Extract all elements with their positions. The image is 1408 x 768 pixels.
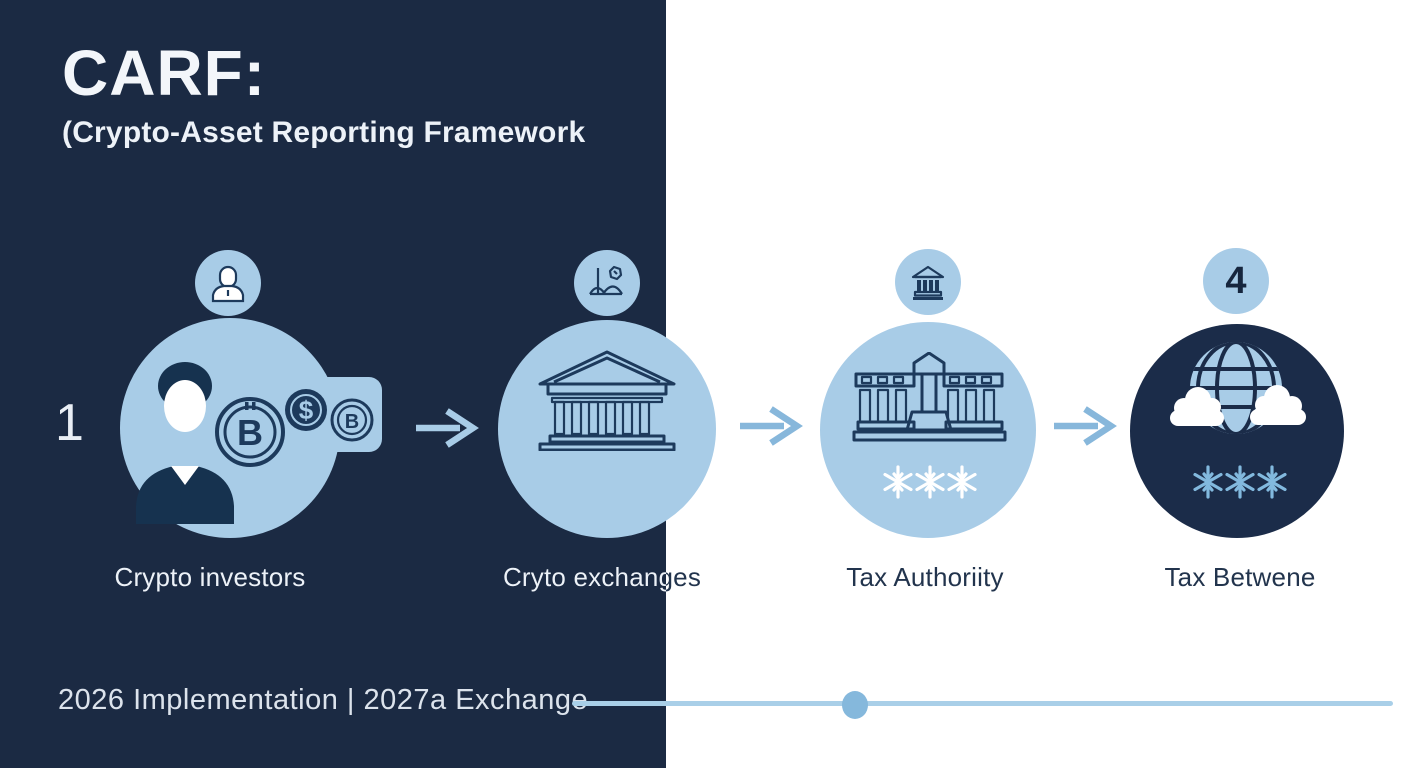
page-title: CARF: <box>62 37 267 109</box>
step-1-label: Crypto investors <box>114 562 306 592</box>
cloud-right <box>1250 385 1306 425</box>
page-subtitle: (Crypto-Asset Reporting Framework <box>62 116 586 149</box>
step-3-badge <box>895 249 961 315</box>
asterisk-marks-white <box>883 465 977 499</box>
bank-building-icon <box>538 350 676 451</box>
asterisk-marks-blue <box>1193 465 1287 499</box>
government-buildings-icon <box>852 352 1007 442</box>
person-icon <box>211 265 245 303</box>
step-2-label: Cryto exchanges <box>442 562 762 593</box>
trader-figure-icon <box>589 265 623 296</box>
bitcoin-symbol-small: B <box>345 411 359 433</box>
globe-with-clouds-icon <box>1170 342 1306 434</box>
step-4-label: Tax Betwene <box>1164 562 1316 592</box>
cloud-left <box>1170 387 1224 426</box>
arrow-right-icon-3 <box>1054 406 1117 446</box>
step-1-number: 1 <box>55 394 84 452</box>
arrow-right-icon-2 <box>740 406 803 446</box>
step-4-number: 4 <box>1225 260 1247 302</box>
timeline-dot <box>842 691 868 719</box>
bitcoin-symbol-large: B <box>237 412 263 453</box>
step-2-badge <box>574 250 640 316</box>
timeline-line <box>572 701 1393 706</box>
step-1-badge <box>195 250 261 316</box>
arrow-right-icon-1 <box>416 408 479 448</box>
bank-icon <box>911 265 945 300</box>
dollar-symbol: $ <box>299 395 314 425</box>
step-3-label: Tax Authoriity <box>846 562 1004 592</box>
step-4-badge: 4 <box>1203 248 1269 314</box>
timeline-caption: 2026 Implementation | 2027a Exchange <box>58 684 589 716</box>
investor-with-bitcoin-and-money-card-icon: $ B B <box>136 362 382 524</box>
